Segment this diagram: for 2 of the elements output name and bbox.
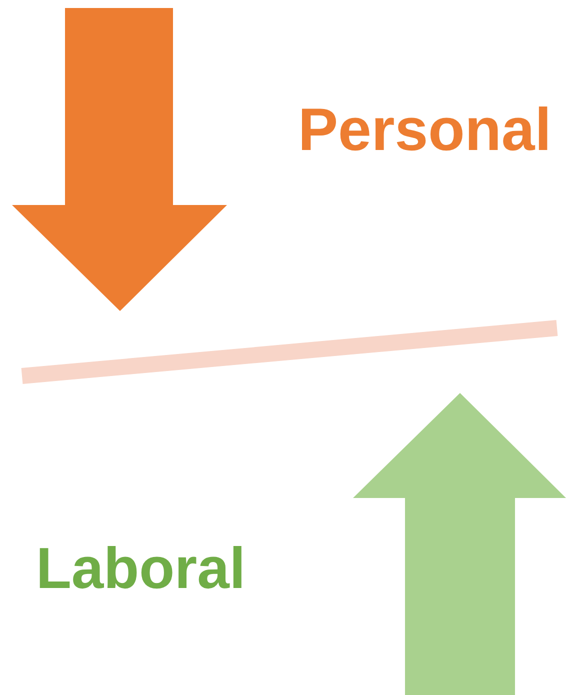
heading-text: Laboral: [36, 540, 246, 598]
heading-text: Personal: [298, 100, 552, 160]
